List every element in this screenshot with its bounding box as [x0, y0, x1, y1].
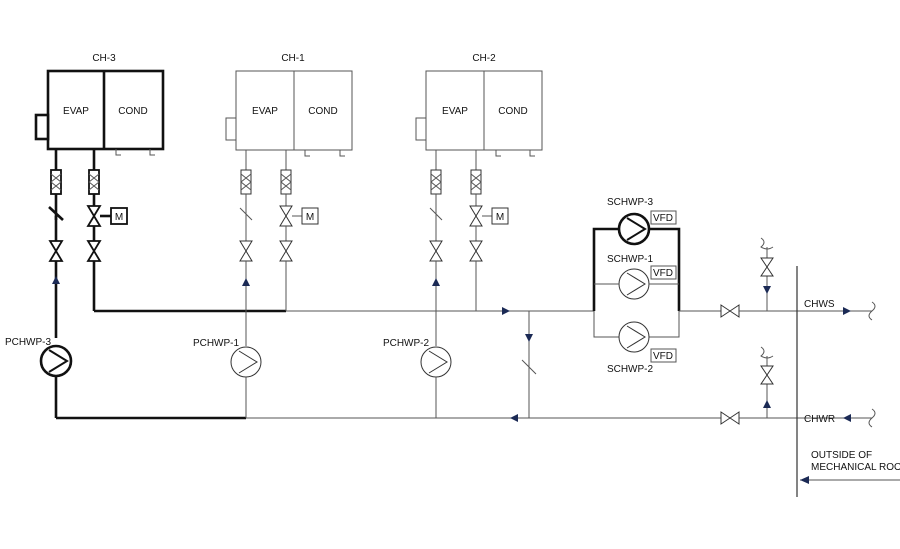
- pipe-break: [868, 408, 876, 428]
- secondary-pumps: SCHWP-3 VFD SCHWP-1 VFD VFD SCHWP-2: [592, 197, 681, 375]
- chiller-ch-2-label: CH-2: [472, 53, 496, 64]
- check-valve: [429, 207, 443, 221]
- note-line-1: OUTSIDE OF: [811, 450, 872, 461]
- valve-motor: [491, 207, 509, 225]
- chiller-ch-3: CH-3 EVAP COND: [34, 53, 165, 156]
- flex-connector: [430, 169, 442, 195]
- ch-1-piping: M: [230, 150, 319, 418]
- chiller-ch-3-evap-label: EVAP: [63, 106, 89, 117]
- ch-3-piping: M: [39, 149, 286, 420]
- pump-pchwp-1-label: PCHWP-1: [193, 338, 240, 349]
- chiller-ch-3-body: [46, 69, 165, 151]
- primary-headers: [246, 307, 594, 422]
- flex-connector: [280, 169, 292, 195]
- chiller-ch-1-evap-label: EVAP: [252, 106, 278, 117]
- chiller-ch-1-cond-label: COND: [308, 106, 337, 117]
- pump-schwp-2-label: SCHWP-2: [607, 364, 654, 375]
- chiller-ch-3-compressor: [34, 113, 50, 141]
- isolation-valve: [48, 240, 64, 262]
- vent-valve: [760, 257, 774, 277]
- vfd-label: VFD: [653, 268, 673, 279]
- vfd-box: [650, 210, 677, 225]
- chiller-ch-2-evap-label: EVAP: [442, 106, 468, 117]
- isolation-valve: [720, 411, 740, 425]
- chiller-ch-2-cond-label: COND: [498, 106, 527, 117]
- chiller-ch-2: CH-2 EVAP COND: [415, 53, 543, 157]
- chiller-ch-1-compressor: [225, 117, 237, 141]
- flex-connector: [50, 169, 62, 195]
- isolation-valve: [86, 240, 102, 262]
- check-valve: [48, 206, 64, 221]
- motorized-valve: [279, 205, 293, 227]
- valve-motor: [110, 207, 128, 225]
- isolation-valve: [429, 240, 443, 262]
- vent-cap: [760, 237, 774, 250]
- vfd-box: [650, 348, 677, 363]
- flex-connector: [88, 169, 100, 195]
- isolation-valve: [469, 240, 483, 262]
- chwr-label: CHWR: [804, 414, 835, 425]
- pipe-break: [868, 301, 876, 321]
- flex-connector: [240, 169, 252, 195]
- vfd-label: VFD: [653, 351, 673, 362]
- vent-cap: [760, 346, 774, 359]
- pump-schwp-3-label: SCHWP-3: [607, 197, 654, 208]
- chiller-ch-2-compressor: [415, 117, 427, 141]
- flex-connector: [470, 169, 482, 195]
- ch-2-piping: M: [420, 150, 509, 418]
- isolation-valve: [720, 304, 740, 318]
- isolation-valve: [279, 240, 293, 262]
- pump-pchwp-3-label: PCHWP-3: [5, 337, 52, 348]
- isolation-valve: [239, 240, 253, 262]
- motor-label: M: [115, 212, 123, 223]
- vfd-box: [650, 265, 677, 280]
- valve-motor: [301, 207, 319, 225]
- chws-label: CHWS: [804, 299, 835, 310]
- chiller-ch-3-cond-label: COND: [118, 106, 147, 117]
- motor-label: M: [496, 212, 504, 223]
- chiller-ch-3-label: CH-3: [92, 53, 116, 64]
- decoupler-check-valve: [521, 359, 537, 375]
- motorized-valve: [86, 205, 102, 227]
- vent-valve: [760, 365, 774, 385]
- pump-schwp-1-label: SCHWP-1: [607, 254, 654, 265]
- chiller-ch-1-label: CH-1: [281, 53, 305, 64]
- pump-schwp-2: [618, 321, 650, 353]
- check-valve: [239, 207, 253, 221]
- vfd-label: VFD: [653, 213, 673, 224]
- chiller-ch-1: CH-1 EVAP COND: [225, 53, 353, 157]
- motorized-valve: [469, 205, 483, 227]
- pump-pchwp-2-label: PCHWP-2: [383, 338, 430, 349]
- note-line-2: MECHANICAL ROOM: [811, 462, 900, 473]
- secondary-headers: CHWS CHWR OUTSIDE OF MECHANICAL ROOM: [594, 237, 900, 497]
- motor-label: M: [306, 212, 314, 223]
